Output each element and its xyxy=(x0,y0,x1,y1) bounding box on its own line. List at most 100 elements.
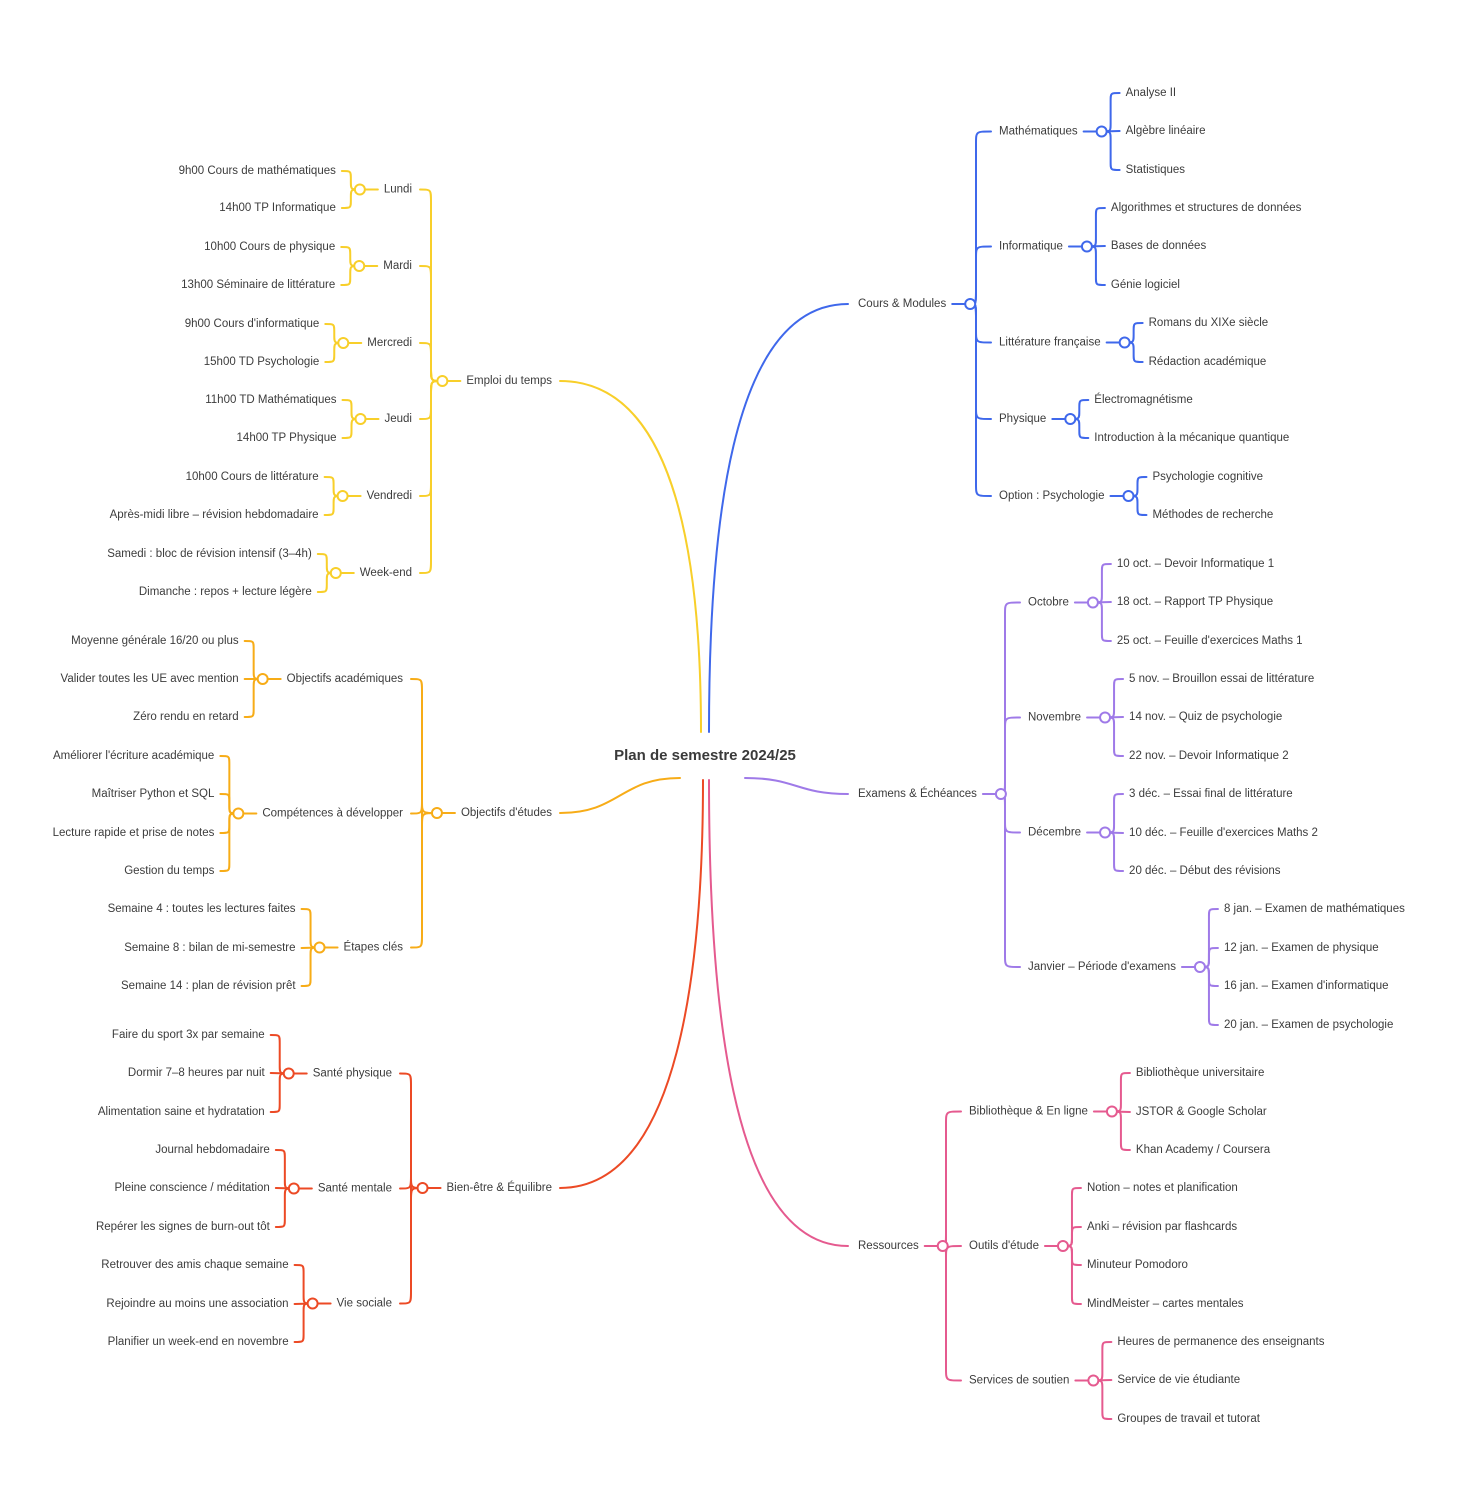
subtopic-ressources-2[interactable]: Services de soutien xyxy=(969,1375,1069,1387)
leaf-examens-1-0[interactable]: 5 nov. – Brouillon essai de littérature xyxy=(1129,673,1314,685)
leaf-objectifs-0-1[interactable]: Valider toutes les UE avec mention xyxy=(61,673,239,685)
leaf-examens-2-2[interactable]: 20 déc. – Début des révisions xyxy=(1129,865,1281,877)
leaf-cours-2-1[interactable]: Rédaction académique xyxy=(1149,356,1267,368)
subtopic-emploi-5[interactable]: Week-end xyxy=(360,567,412,579)
leaf-emploi-2-1[interactable]: 15h00 TD Psychologie xyxy=(204,356,320,368)
leaf-ressources-2-1[interactable]: Service de vie étudiante xyxy=(1117,1374,1240,1386)
subtopic-objectifs-1[interactable]: Compétences à développer xyxy=(262,808,403,820)
collapse-toggle-emploi-0[interactable] xyxy=(353,183,366,196)
leaf-examens-3-2[interactable]: 16 jan. – Examen d'informatique xyxy=(1224,980,1389,992)
leaf-cours-3-0[interactable]: Électromagnétisme xyxy=(1094,393,1192,406)
leaf-cours-1-2[interactable]: Génie logiciel xyxy=(1111,279,1180,291)
collapse-toggle-cours-1[interactable] xyxy=(1080,240,1093,253)
subtopic-cours-2[interactable]: Littérature française xyxy=(999,337,1101,349)
collapse-toggle-ressources-2[interactable] xyxy=(1087,1374,1100,1387)
leaf-cours-3-1[interactable]: Introduction à la mécanique quantique xyxy=(1094,432,1289,444)
leaf-bienetre-0-2[interactable]: Alimentation saine et hydratation xyxy=(98,1106,265,1118)
branch-topic-objectifs[interactable]: Objectifs d'études xyxy=(461,807,552,819)
branch-topic-examens[interactable]: Examens & Échéances xyxy=(858,787,977,800)
leaf-emploi-0-0[interactable]: 9h00 Cours de mathématiques xyxy=(179,165,337,177)
leaf-ressources-2-2[interactable]: Groupes de travail et tutorat xyxy=(1117,1413,1260,1425)
leaf-ressources-0-1[interactable]: JSTOR & Google Scholar xyxy=(1136,1106,1267,1118)
leaf-bienetre-1-0[interactable]: Journal hebdomadaire xyxy=(155,1144,269,1156)
collapse-toggle-cours-2[interactable] xyxy=(1118,336,1131,349)
leaf-examens-3-3[interactable]: 20 jan. – Examen de psychologie xyxy=(1224,1019,1393,1031)
collapse-toggle-emploi-3[interactable] xyxy=(354,413,367,425)
subtopic-cours-4[interactable]: Option : Psychologie xyxy=(999,490,1104,502)
subtopic-examens-0[interactable]: Octobre xyxy=(1028,597,1069,609)
collapse-toggle-emploi[interactable] xyxy=(436,375,449,387)
leaf-examens-1-2[interactable]: 22 nov. – Devoir Informatique 2 xyxy=(1129,750,1289,762)
leaf-ressources-0-2[interactable]: Khan Academy / Coursera xyxy=(1136,1144,1271,1156)
subtopic-emploi-0[interactable]: Lundi xyxy=(384,184,412,196)
leaf-ressources-1-3[interactable]: MindMeister – cartes mentales xyxy=(1087,1298,1244,1310)
leaf-bienetre-2-0[interactable]: Retrouver des amis chaque semaine xyxy=(101,1259,288,1271)
leaf-cours-1-1[interactable]: Bases de données xyxy=(1111,240,1207,252)
leaf-objectifs-2-0[interactable]: Semaine 4 : toutes les lectures faites xyxy=(108,903,296,915)
subtopic-emploi-2[interactable]: Mercredi xyxy=(367,337,412,349)
collapse-toggle-objectifs-1[interactable] xyxy=(232,807,245,820)
subtopic-cours-0[interactable]: Mathématiques xyxy=(999,126,1078,138)
subtopic-emploi-4[interactable]: Vendredi xyxy=(367,490,412,502)
leaf-cours-1-0[interactable]: Algorithmes et structures de données xyxy=(1111,202,1302,214)
collapse-toggle-bienetre-2[interactable] xyxy=(306,1297,319,1310)
leaf-cours-0-2[interactable]: Statistiques xyxy=(1126,164,1186,176)
collapse-toggle-cours-3[interactable] xyxy=(1064,413,1077,425)
leaf-cours-0-0[interactable]: Analyse II xyxy=(1126,87,1177,99)
leaf-examens-0-1[interactable]: 18 oct. – Rapport TP Physique xyxy=(1117,596,1273,608)
branch-topic-ressources[interactable]: Ressources xyxy=(858,1240,919,1252)
leaf-emploi-3-1[interactable]: 14h00 TP Physique xyxy=(237,432,337,444)
collapse-toggle-cours[interactable] xyxy=(964,298,977,310)
collapse-toggle-emploi-4[interactable] xyxy=(336,490,349,502)
collapse-toggle-examens-0[interactable] xyxy=(1086,596,1099,609)
leaf-examens-0-0[interactable]: 10 oct. – Devoir Informatique 1 xyxy=(1117,558,1274,570)
root-topic[interactable]: Plan de semestre 2024/25 xyxy=(614,747,796,764)
subtopic-cours-3[interactable]: Physique xyxy=(999,413,1046,425)
leaf-examens-3-0[interactable]: 8 jan. – Examen de mathématiques xyxy=(1224,903,1405,915)
leaf-objectifs-1-1[interactable]: Maîtriser Python et SQL xyxy=(92,788,215,800)
collapse-toggle-emploi-5[interactable] xyxy=(329,567,342,579)
leaf-bienetre-1-2[interactable]: Repérer les signes de burn-out tôt xyxy=(96,1221,271,1233)
collapse-toggle-examens-3[interactable] xyxy=(1193,961,1206,973)
subtopic-cours-1[interactable]: Informatique xyxy=(999,241,1063,253)
leaf-ressources-2-0[interactable]: Heures de permanence des enseignants xyxy=(1117,1336,1324,1348)
leaf-examens-2-0[interactable]: 3 déc. – Essai final de littérature xyxy=(1129,788,1293,800)
leaf-emploi-0-1[interactable]: 14h00 TP Informatique xyxy=(219,202,336,214)
collapse-toggle-ressources[interactable] xyxy=(936,1240,949,1252)
subtopic-objectifs-0[interactable]: Objectifs académiques xyxy=(287,673,404,685)
leaf-ressources-1-0[interactable]: Notion – notes et planification xyxy=(1087,1182,1238,1194)
subtopic-emploi-1[interactable]: Mardi xyxy=(383,260,412,272)
leaf-emploi-5-0[interactable]: Samedi : bloc de révision intensif (3–4h… xyxy=(107,548,312,560)
collapse-toggle-cours-0[interactable] xyxy=(1095,125,1108,138)
leaf-ressources-0-0[interactable]: Bibliothèque universitaire xyxy=(1136,1067,1265,1079)
leaf-cours-0-1[interactable]: Algèbre linéaire xyxy=(1126,125,1206,137)
leaf-objectifs-0-0[interactable]: Moyenne générale 16/20 ou plus xyxy=(71,635,239,647)
collapse-toggle-examens[interactable] xyxy=(994,788,1007,800)
leaf-objectifs-0-2[interactable]: Zéro rendu en retard xyxy=(133,711,238,723)
leaf-examens-3-1[interactable]: 12 jan. – Examen de physique xyxy=(1224,942,1379,954)
leaf-bienetre-0-0[interactable]: Faire du sport 3x par semaine xyxy=(112,1029,265,1041)
subtopic-bienetre-2[interactable]: Vie sociale xyxy=(337,1298,392,1310)
leaf-cours-4-0[interactable]: Psychologie cognitive xyxy=(1152,471,1263,483)
leaf-cours-4-1[interactable]: Méthodes de recherche xyxy=(1152,509,1273,521)
leaf-emploi-4-1[interactable]: Après-midi libre – révision hebdomadaire xyxy=(110,509,319,521)
collapse-toggle-ressources-1[interactable] xyxy=(1056,1240,1069,1252)
subtopic-objectifs-2[interactable]: Étapes clés xyxy=(344,941,404,954)
branch-topic-cours[interactable]: Cours & Modules xyxy=(858,298,946,310)
subtopic-bienetre-0[interactable]: Santé physique xyxy=(313,1068,392,1080)
subtopic-examens-2[interactable]: Décembre xyxy=(1028,827,1081,839)
collapse-toggle-objectifs-2[interactable] xyxy=(313,941,326,954)
leaf-objectifs-2-2[interactable]: Semaine 14 : plan de révision prêt xyxy=(121,980,296,992)
leaf-objectifs-1-2[interactable]: Lecture rapide et prise de notes xyxy=(53,827,215,839)
leaf-bienetre-1-1[interactable]: Pleine conscience / méditation xyxy=(114,1182,269,1194)
leaf-emploi-5-1[interactable]: Dimanche : repos + lecture légère xyxy=(139,586,312,598)
leaf-cours-2-0[interactable]: Romans du XIXe siècle xyxy=(1149,317,1269,329)
leaf-emploi-1-0[interactable]: 10h00 Cours de physique xyxy=(204,241,335,253)
leaf-bienetre-0-1[interactable]: Dormir 7–8 heures par nuit xyxy=(128,1067,266,1079)
collapse-toggle-objectifs[interactable] xyxy=(430,807,443,819)
collapse-toggle-examens-2[interactable] xyxy=(1099,826,1112,839)
leaf-objectifs-1-0[interactable]: Améliorer l'écriture académique xyxy=(53,750,214,762)
collapse-toggle-bienetre[interactable] xyxy=(416,1182,429,1194)
leaf-ressources-1-1[interactable]: Anki – révision par flashcards xyxy=(1087,1221,1237,1233)
subtopic-ressources-0[interactable]: Bibliothèque & En ligne xyxy=(969,1106,1088,1118)
